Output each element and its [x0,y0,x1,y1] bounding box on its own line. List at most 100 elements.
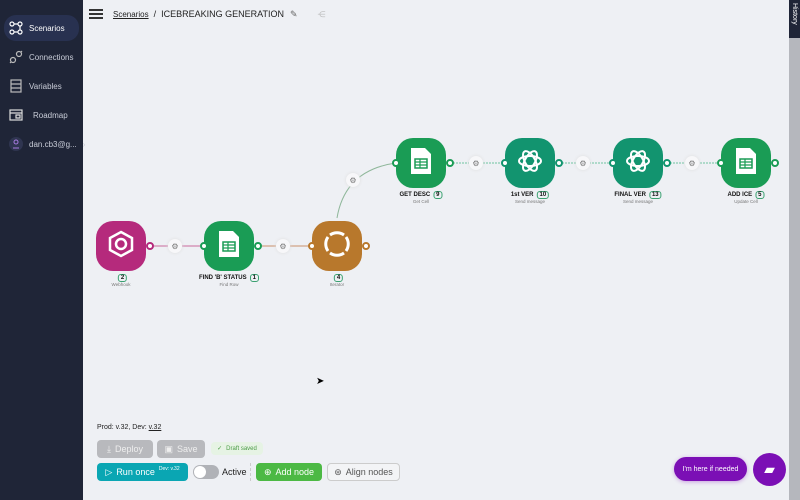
iterator-icon [322,229,352,264]
module-node[interactable] [721,138,771,188]
connection-port[interactable] [446,159,454,167]
avatar [9,137,23,151]
module-node[interactable] [613,138,663,188]
run-once-label: Run once [116,467,155,477]
play-icon: ▷ [105,466,113,477]
sidebar-item-variables[interactable]: Variables [4,73,79,99]
sidebar-item-account[interactable]: dan.cb3@g... › [4,131,85,157]
sidebar-item-label: dan.cb3@g... [29,139,77,149]
connection-port[interactable] [392,159,400,167]
edit-icon[interactable]: ✎ [289,8,298,19]
sidebar-item-connections[interactable]: Connections [4,44,79,70]
align-nodes-button[interactable]: ⊛Align nodes [327,463,400,481]
active-label: Active [222,467,247,477]
connection-port[interactable] [146,242,154,250]
sheets-icon [218,230,240,263]
draft-status: ✓Draft saved [211,442,263,455]
version-text: Prod: v.32, Dev: [97,424,147,431]
chat-bubble-text: I'm here if needed [682,465,739,473]
save-icon: ▣ [164,443,173,454]
save-label: Save [177,444,198,454]
deploy-label: Deploy [114,444,143,454]
module-node[interactable] [204,221,254,271]
divider [250,463,251,481]
module-type: Find Row [219,282,239,287]
module-id-badge: 10 [536,191,550,199]
mouse-cursor: ➤ [316,376,325,387]
chevron-right-icon: › [82,139,86,149]
connection-port[interactable] [555,159,563,167]
draft-label: Draft saved [226,445,257,452]
chat-icon: ▰ [764,461,775,477]
module-node[interactable] [505,138,555,188]
connector-line [336,162,397,219]
connection-port[interactable] [308,242,316,250]
module-type: Update Cell [734,199,758,204]
connections-icon [9,50,23,64]
add-node-button[interactable]: ⊕Add node [256,463,322,481]
connection-port[interactable] [254,242,262,250]
route-settings-icon[interactable]: ⚙ [685,156,699,170]
route-settings-icon[interactable]: ⚙ [576,156,590,170]
connection-port[interactable] [362,242,370,250]
connection-port[interactable] [717,159,725,167]
connection-port[interactable] [771,159,779,167]
add-node-label: Add node [275,467,315,477]
scenarios-icon [9,21,23,35]
history-panel-edge [789,38,800,500]
connection-port[interactable] [663,159,671,167]
route-settings-icon[interactable]: ⚙ [168,239,182,253]
variables-icon [10,79,22,93]
menu-icon[interactable] [89,9,103,19]
flow-icon[interactable]: ⋲ [317,9,326,19]
module-node[interactable] [96,221,146,271]
sidebar-item-label: Variables [29,81,62,91]
chat-bubble[interactable]: I'm here if needed [674,457,747,481]
module-id-badge: 4 [333,274,344,282]
route-settings-icon[interactable]: ⚙ [469,156,483,170]
connection-port[interactable] [609,159,617,167]
sidebar-item-label: Scenarios [29,23,65,33]
version-link[interactable]: v.32 [148,424,162,431]
openai-icon [623,146,653,181]
module-type: Webhook [111,282,131,287]
active-toggle[interactable] [193,465,219,479]
align-icon: ⊛ [334,466,342,477]
route-settings-icon[interactable]: ⚙ [276,239,290,253]
run-dev-version: Dev: v.32 [158,466,180,472]
sidebar-item-roadmap[interactable]: Roadmap [4,102,79,128]
version-info: Prod: v.32, Dev: v.32 [97,424,161,431]
module-id-badge: 9 [433,191,443,199]
module-node[interactable] [396,138,446,188]
module-name: FIND 'B' STATUS [199,275,247,281]
module-name: GET DESC [399,192,431,198]
sheets-icon [735,147,757,180]
toggle-knob [194,466,206,478]
deploy-button[interactable]: ⤓Deploy [97,440,153,458]
header: Scenarios / ICEBREAKING GENERATION ✎ ⋲ [83,0,789,28]
chat-button[interactable]: ▰ [753,453,786,486]
connection-port[interactable] [200,242,208,250]
module-type: Iterator [329,282,345,287]
module-label: 4 [331,274,344,282]
route-settings-icon[interactable]: ⚙ [346,173,360,187]
check-icon: ✓ [217,446,223,452]
history-label: History [791,3,798,25]
connection-port[interactable] [501,159,509,167]
roadmap-icon [9,109,23,121]
webhook-icon [107,230,135,263]
module-node[interactable] [312,221,362,271]
module-name: 1st VER [510,192,534,198]
sidebar-item-scenarios[interactable]: Scenarios [4,15,79,41]
sheets-icon [410,147,432,180]
module-name: FINAL VER [614,192,646,198]
module-id-badge: 1 [249,274,259,282]
breadcrumb[interactable]: Scenarios [113,9,149,19]
save-button[interactable]: ▣ Save [157,440,205,458]
history-tab[interactable]: History [789,0,800,38]
